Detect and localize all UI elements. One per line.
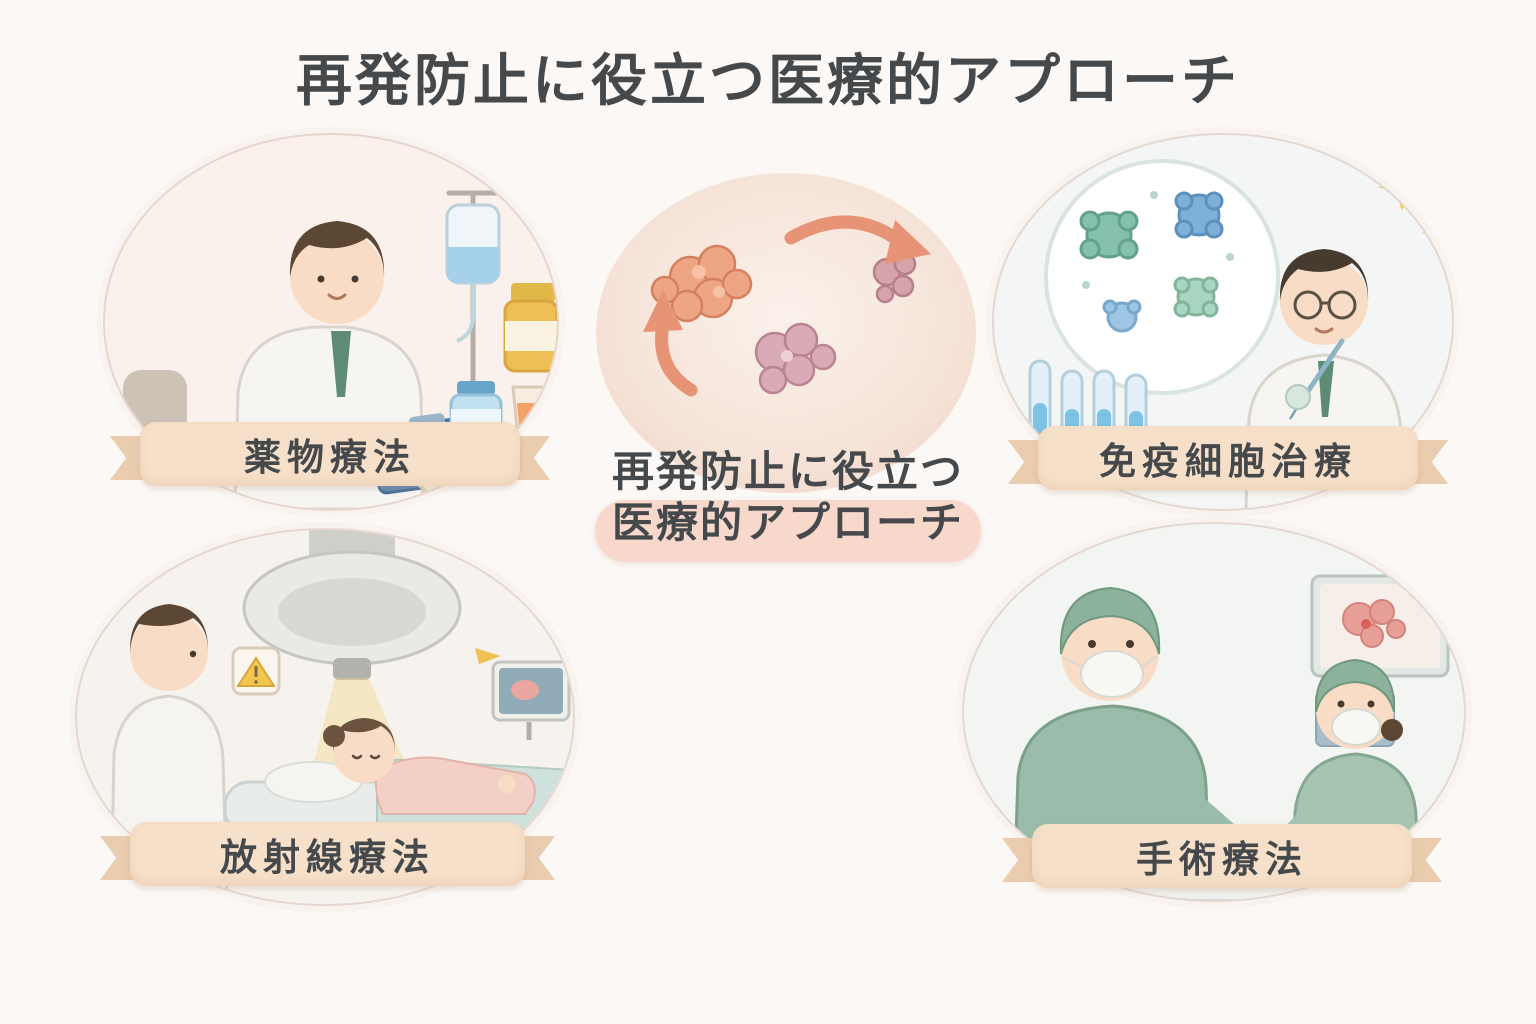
arrow-icon (475, 648, 501, 664)
patient-figure (323, 718, 536, 815)
curved-arrow-top-icon (784, 215, 931, 264)
surgery-therapy-banner: 手術療法 (1002, 824, 1442, 888)
caption-line-1: 再発防止に役立つ (611, 448, 964, 495)
center-illustration (595, 172, 977, 494)
cell-microscopy-circle-icon (1044, 159, 1280, 395)
drug-therapy-banner: 薬物療法 (110, 422, 550, 486)
immune-cell-therapy-label: 免疫細胞治療 (1099, 441, 1357, 482)
ribbon-body: 放射線療法 (130, 822, 525, 886)
surgery-monitor-icon (1310, 574, 1450, 678)
sparkle-icon (1378, 163, 1450, 247)
warning-sign-icon (231, 646, 281, 696)
immune-cell-therapy-banner: 免疫細胞治療 (1008, 426, 1448, 490)
pill-bottle-amber-icon (503, 283, 557, 373)
tumor-cluster-orange-icon (650, 244, 753, 323)
center-caption: 再発防止に役立つ 医療的アプローチ (583, 446, 993, 562)
radiation-machine-icon (242, 530, 462, 680)
tumor-cells-scene (596, 173, 976, 493)
curved-arrow-left-icon (643, 290, 698, 397)
caption-line-2: 医療的アプローチ (611, 499, 964, 547)
surgery-therapy-label: 手術療法 (1136, 839, 1308, 880)
ribbon-body: 薬物療法 (140, 422, 520, 486)
ribbon-body: 免疫細胞治療 (1038, 426, 1418, 490)
page-title: 再発防止に役立つ医療的アプローチ (296, 49, 1240, 112)
caption-highlight-band (595, 500, 981, 562)
radiation-therapy-label: 放射線療法 (220, 837, 435, 878)
tumor-cluster-small-icon (872, 252, 917, 304)
tumor-cluster-mauve-icon (754, 322, 837, 395)
monitor-icon (475, 648, 571, 740)
drug-therapy-label: 薬物療法 (244, 437, 416, 478)
iv-drip-stand-icon (445, 190, 501, 387)
ribbon-body: 手術療法 (1032, 824, 1412, 888)
radiation-therapy-banner: 放射線療法 (100, 822, 555, 886)
